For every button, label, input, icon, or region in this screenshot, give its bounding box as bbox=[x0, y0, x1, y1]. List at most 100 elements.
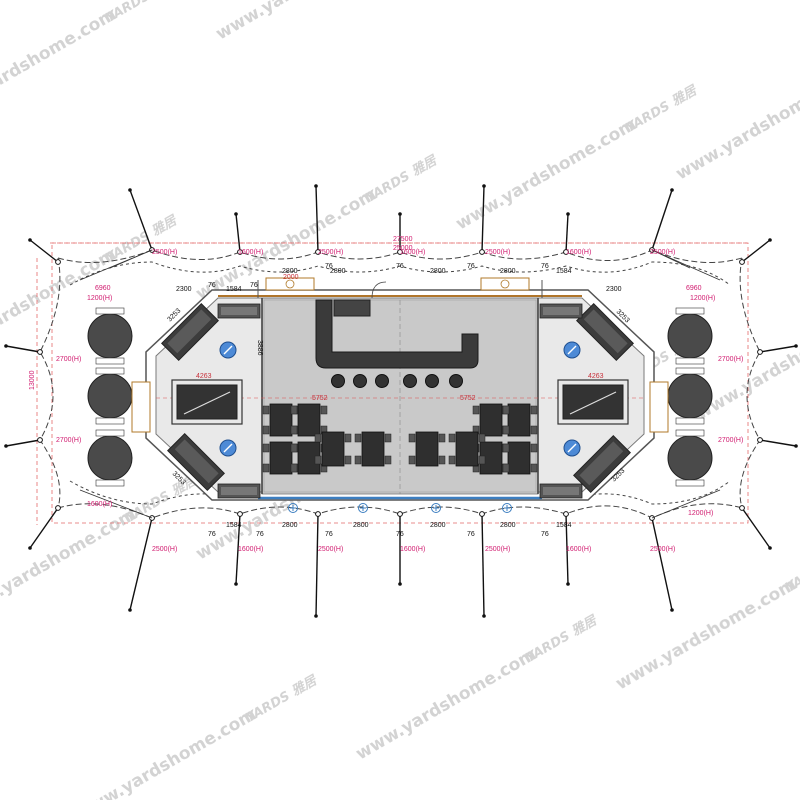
membrane-top-edge bbox=[57, 249, 743, 263]
side-offset-right-label: 6960 bbox=[686, 285, 702, 292]
billiard-table bbox=[171, 379, 243, 425]
watermark-site-text: www.yardshome.com bbox=[673, 65, 800, 185]
top-right-depth-label: 2300 bbox=[606, 286, 622, 293]
bottom-left-corner-label: 1584 bbox=[226, 522, 242, 529]
bottom-module-1-label: 2800 bbox=[282, 522, 298, 529]
mast bbox=[4, 437, 43, 448]
height-label-bottom-7: 2500(H) bbox=[650, 546, 675, 553]
height-label-top-3: 2500(H) bbox=[318, 249, 343, 256]
bottom-gap-1-label: 76 bbox=[256, 531, 264, 538]
height-label-bottom-5: 2500(H) bbox=[485, 546, 510, 553]
watermark-site-text: www.yardshome.com bbox=[0, 5, 120, 125]
bottom-gap-4-label: 76 bbox=[467, 531, 475, 538]
mast bbox=[563, 511, 570, 586]
dimension-labels: 27500 25000 13000 2800 2800 2800 2800 76… bbox=[29, 236, 702, 538]
dining-table bbox=[408, 431, 446, 467]
mast bbox=[397, 511, 403, 586]
height-label-right-4: 1200(H) bbox=[688, 510, 713, 517]
mast bbox=[314, 511, 321, 618]
watermark-site-text: www.yardshome.com bbox=[453, 115, 640, 235]
service-marker-icon bbox=[563, 439, 581, 457]
height-label-left-1: 1200(H) bbox=[87, 295, 112, 302]
height-label-top-2: 1600(H) bbox=[238, 249, 263, 256]
top-gap-2-label: 76 bbox=[396, 263, 404, 270]
round-table bbox=[667, 367, 713, 425]
watermark-brand-text: YARDS 雅居 bbox=[243, 672, 321, 726]
mast bbox=[28, 505, 61, 550]
height-label-top-5: 2500(H) bbox=[485, 249, 510, 256]
watermark-brand-text: YARDS 雅居 bbox=[123, 472, 201, 526]
service-marker-icon bbox=[219, 439, 237, 457]
watermark-brand-text: YARDS 雅居 bbox=[363, 152, 441, 206]
mast bbox=[28, 238, 61, 265]
watermark-brand-text: YARDS 雅居 bbox=[623, 82, 701, 136]
top-module-2-label: 2800 bbox=[330, 268, 346, 275]
watermark-site-text: www.yardshome.com bbox=[613, 575, 800, 695]
height-label-left-4: 1600(H) bbox=[87, 501, 112, 508]
height-label-top-7: 2500(H) bbox=[650, 249, 675, 256]
sofa bbox=[161, 303, 219, 361]
mast bbox=[4, 344, 43, 355]
height-label-bottom-3: 2500(H) bbox=[318, 546, 343, 553]
bar-stool bbox=[331, 374, 345, 388]
top-gap-4-label: 76 bbox=[541, 263, 549, 270]
watermark-brand-text: YARDS 雅居 bbox=[103, 212, 181, 266]
sofa bbox=[167, 433, 225, 491]
mast bbox=[563, 212, 570, 255]
bottom-module-2-label: 2800 bbox=[353, 522, 369, 529]
mast bbox=[234, 212, 243, 255]
bar-length-left-label: 5752 bbox=[312, 395, 328, 402]
mast bbox=[739, 505, 772, 550]
mast bbox=[128, 515, 155, 612]
mast bbox=[739, 238, 772, 265]
dining-table bbox=[354, 431, 392, 467]
bottom-gap-2-label: 76 bbox=[325, 531, 333, 538]
top-module-3-label: 2800 bbox=[430, 268, 446, 275]
dining-table bbox=[448, 431, 486, 467]
bottom-gap-5-label: 76 bbox=[541, 531, 549, 538]
bottom-module-4-label: 2800 bbox=[500, 522, 516, 529]
watermark-site-text: www.yardshome.com bbox=[213, 0, 400, 44]
membrane-left-edge bbox=[39, 257, 61, 509]
door-swing bbox=[265, 277, 315, 291]
mast bbox=[757, 344, 798, 355]
guy-cable bbox=[79, 489, 153, 519]
mast bbox=[757, 437, 798, 448]
corner-bench bbox=[539, 483, 583, 499]
round-table bbox=[667, 429, 713, 487]
height-label-bottom-6: 1600(H) bbox=[566, 546, 591, 553]
door-width-label: 2000 bbox=[283, 274, 299, 281]
watermark-site-text: www.yardshome.com bbox=[73, 705, 260, 800]
height-label-right-3: 2700(H) bbox=[718, 437, 743, 444]
overall-width-label: 13000 bbox=[29, 370, 36, 390]
glass-door-marker-icon bbox=[502, 503, 512, 513]
membrane-bottom-edge bbox=[57, 503, 743, 519]
bottom-right-corner-label: 1584 bbox=[556, 522, 572, 529]
top-module-1-label: 2800 bbox=[282, 268, 298, 275]
height-label-bottom-2: 1600(H) bbox=[238, 546, 263, 553]
guy-cable bbox=[109, 249, 153, 269]
watermark-site-text: www.yardshome.com bbox=[353, 645, 540, 765]
guy-cable bbox=[651, 249, 691, 269]
round-table bbox=[87, 367, 133, 425]
bar-stool bbox=[449, 374, 463, 388]
height-labels: 2500(H) 1600(H) 2500(H) 1600(H) 2500(H) … bbox=[56, 249, 743, 553]
door-swing bbox=[480, 277, 530, 291]
top-module-4-label: 2800 bbox=[500, 268, 516, 275]
height-label-bottom-4: 1600(H) bbox=[400, 546, 425, 553]
top-left-gap-2-label: 76 bbox=[250, 282, 258, 289]
top-left-gap-label: 76 bbox=[208, 282, 216, 289]
corner-bench bbox=[539, 303, 583, 319]
round-table bbox=[87, 429, 133, 487]
diag-left-label: 4263 bbox=[196, 373, 212, 380]
top-left-corner-label: 1584 bbox=[226, 286, 242, 293]
bar-stool bbox=[353, 374, 367, 388]
guy-cable bbox=[651, 489, 721, 519]
top-gap-1-label: 76 bbox=[325, 263, 333, 270]
